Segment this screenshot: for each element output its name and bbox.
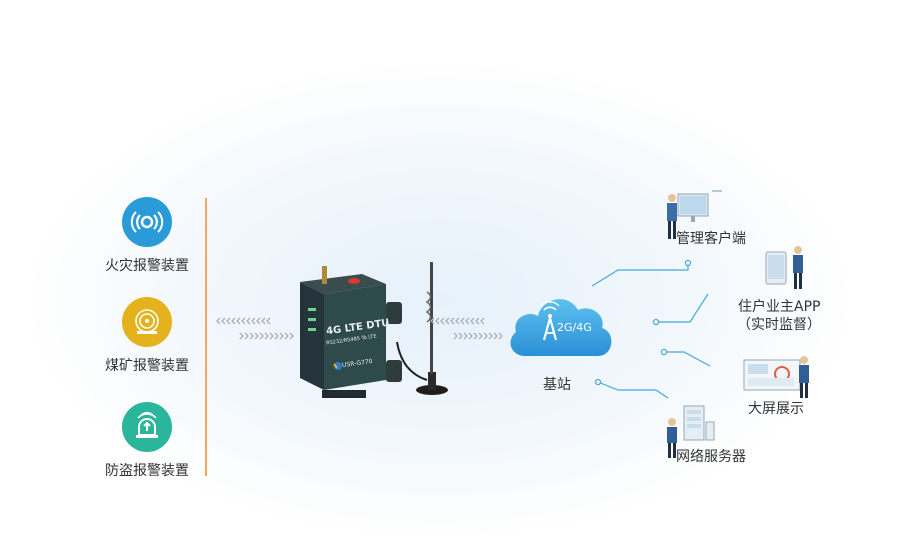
arrow-right-group bbox=[430, 317, 503, 340]
arrow-left-group bbox=[216, 317, 294, 340]
management-client-illustration bbox=[667, 190, 722, 239]
siren-icon bbox=[122, 402, 172, 452]
bell-icon bbox=[122, 297, 172, 347]
alarm-anti-theft: 防盗报警装置 bbox=[82, 402, 212, 480]
alarm-label: 火灾报警装置 bbox=[105, 258, 189, 274]
cloud-badge: 2G/4G bbox=[557, 321, 592, 334]
fire-alarm-icon bbox=[122, 197, 172, 247]
cloud-label: 基站 bbox=[543, 377, 571, 393]
client-label: 网络服务器 bbox=[676, 449, 746, 465]
large-screen-illustration bbox=[743, 356, 809, 398]
client-sublabel: （实时监督） bbox=[737, 317, 821, 333]
client-label: 管理客户端 bbox=[676, 231, 746, 247]
client-label: 住户业主APP bbox=[738, 299, 821, 315]
alarm-coal-mine: 煤矿报警装置 bbox=[82, 297, 212, 375]
client-label: 大屏展示 bbox=[748, 401, 804, 417]
dtu-device-illustration bbox=[300, 262, 448, 398]
alarm-fire: 火灾报警装置 bbox=[82, 197, 212, 275]
divider-line bbox=[205, 198, 207, 476]
cloud-icon bbox=[510, 299, 612, 356]
connector-lines bbox=[591, 259, 711, 399]
network-server-illustration bbox=[667, 405, 715, 458]
alarm-label: 防盗报警装置 bbox=[105, 463, 189, 479]
resident-app-illustration bbox=[765, 246, 803, 289]
alarm-label: 煤矿报警装置 bbox=[105, 358, 189, 374]
